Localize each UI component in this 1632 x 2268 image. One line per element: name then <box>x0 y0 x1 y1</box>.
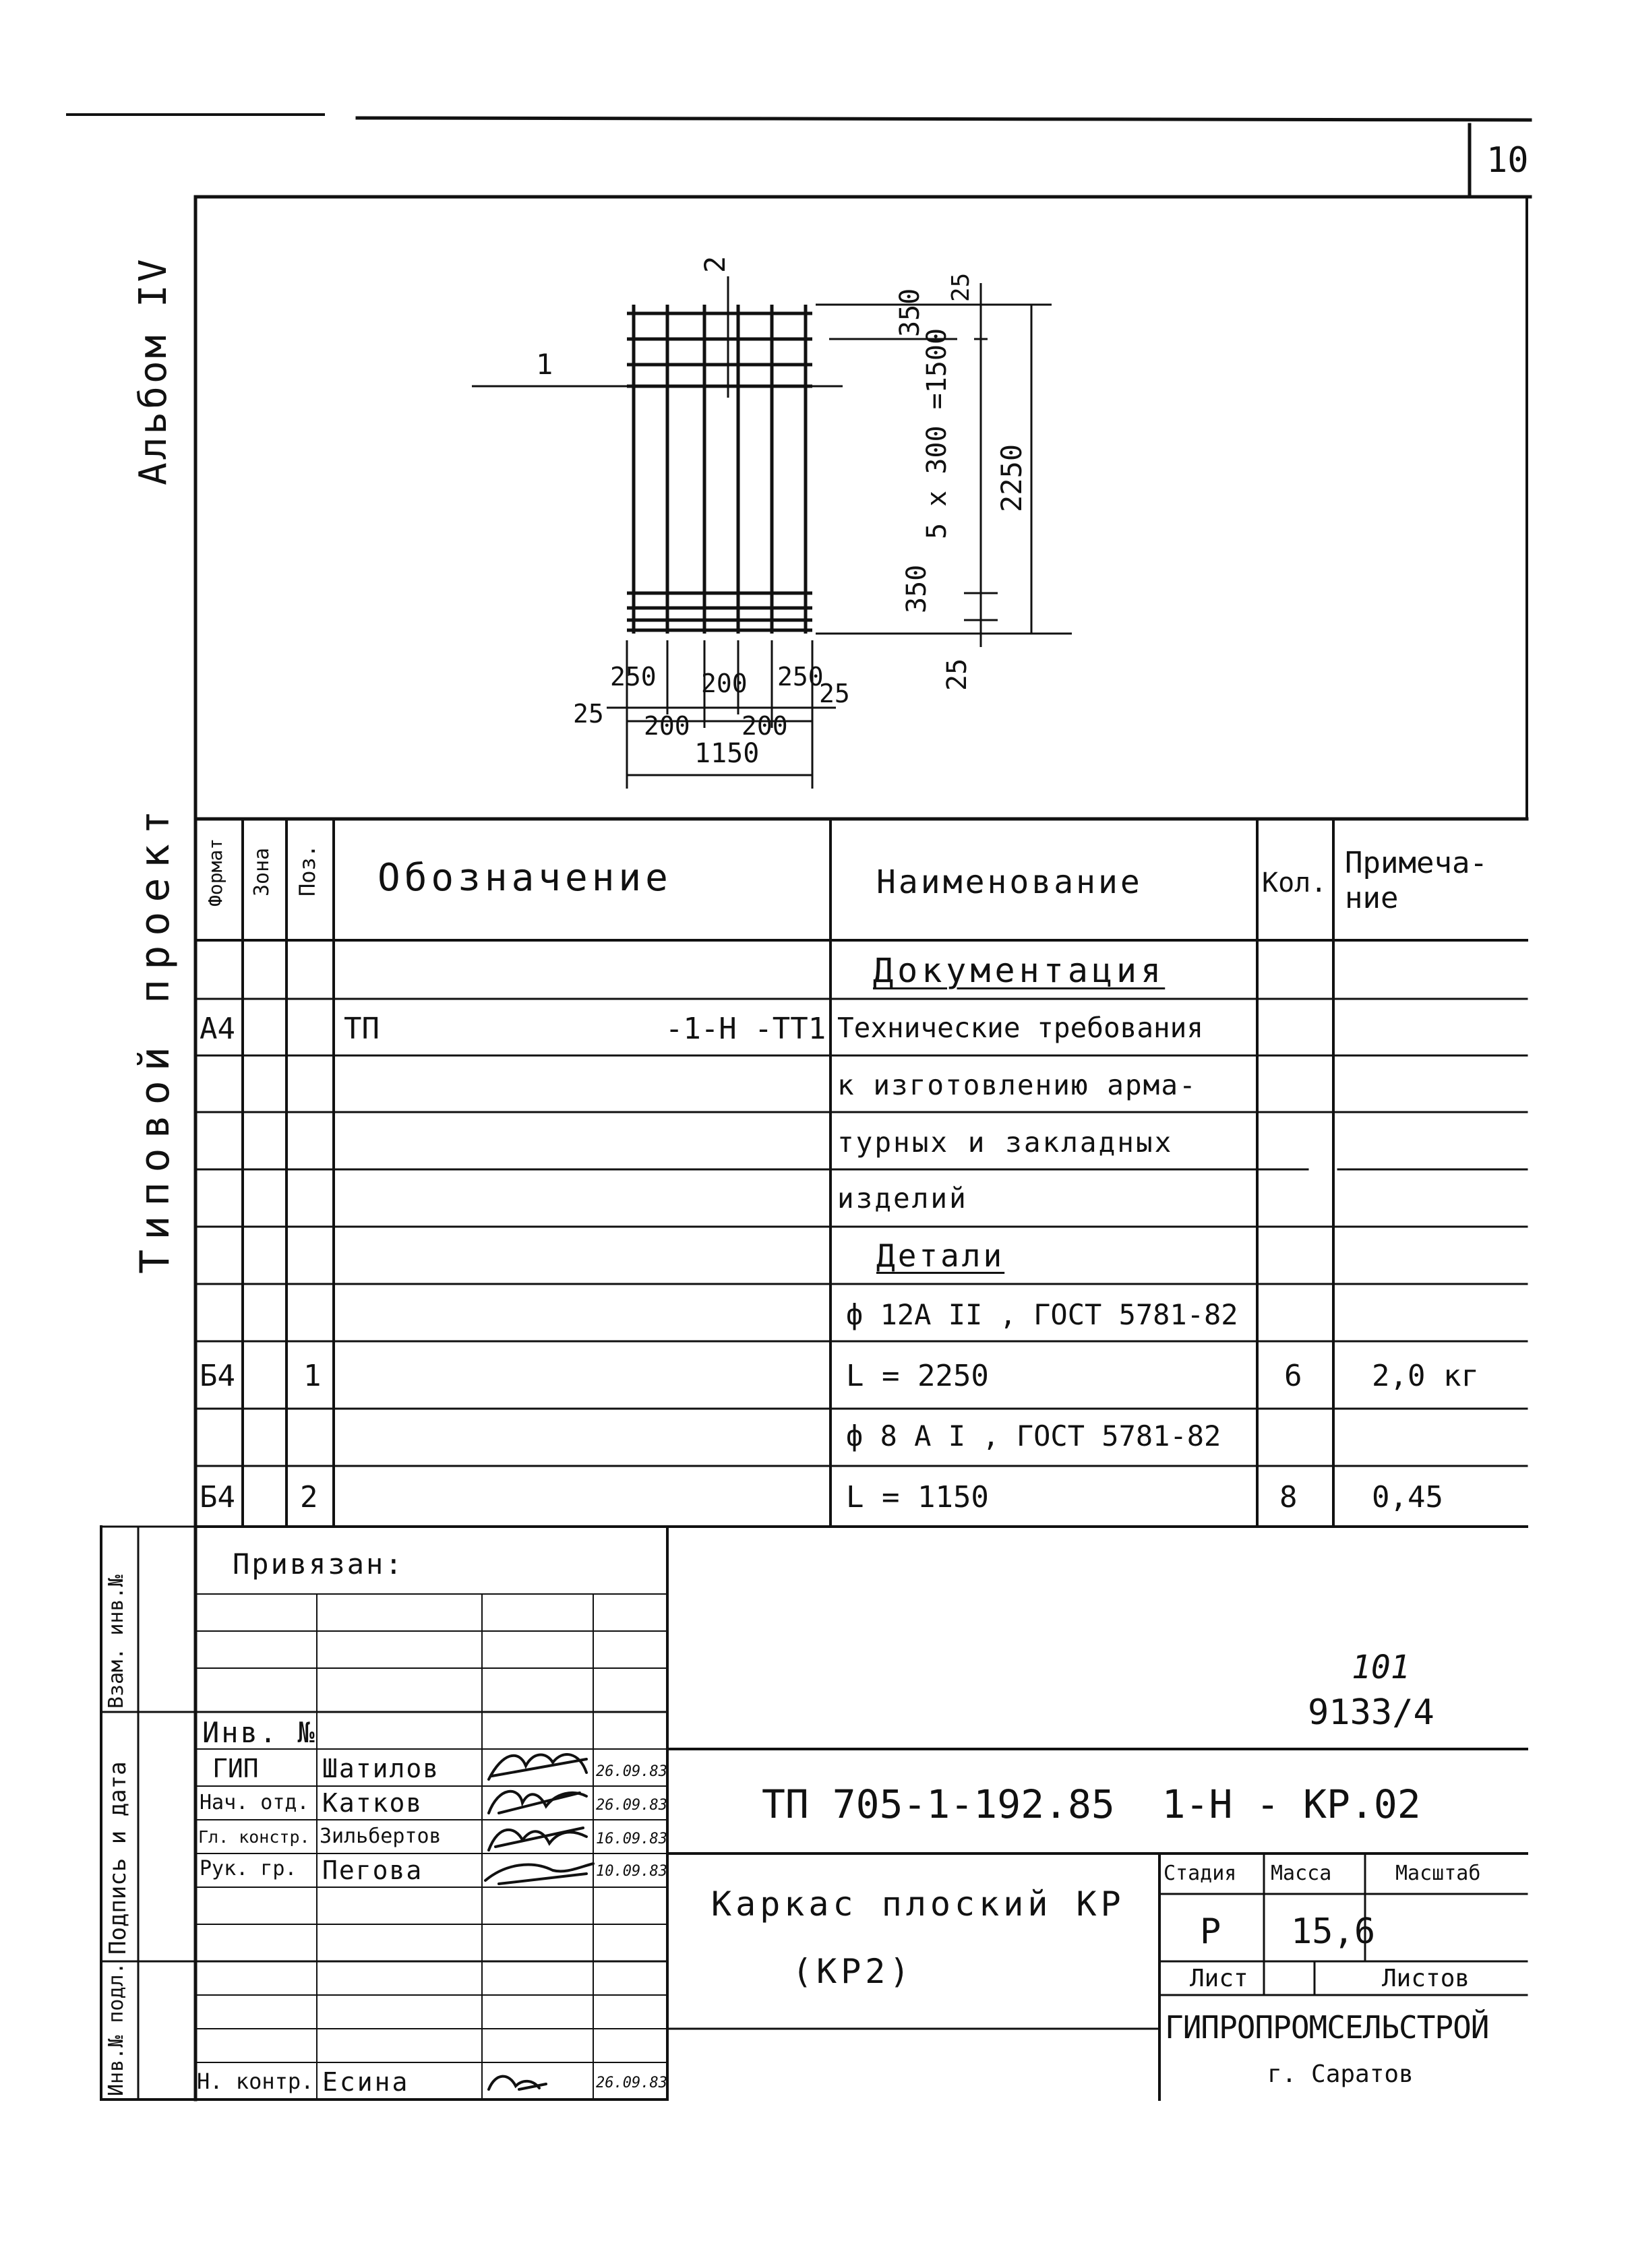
row-9-pos: 2 <box>300 1480 318 1514</box>
row-5-name: Детали <box>876 1237 1005 1274</box>
sig-name-4: Есина <box>322 2067 410 2097</box>
row-8-name: ф 8 А I , ГОСТ 5781-82 <box>846 1419 1221 1452</box>
header-name: Наименование <box>876 863 1143 901</box>
scale-label: Масштаб <box>1395 1862 1481 1885</box>
org-city: г. Саратов <box>1267 2060 1414 2088</box>
row-6-name: ф 12А II , ГОСТ 5781-82 <box>846 1298 1238 1331</box>
inv-no-label: Инв. № <box>202 1716 317 1749</box>
mass-label: Масса <box>1271 1862 1332 1885</box>
dim-25-right: 25 <box>819 679 850 708</box>
sig-name-0: Шатилов <box>322 1754 440 1783</box>
dim-200-left-low: 200 <box>644 711 690 741</box>
dim-200-mid: 200 <box>701 669 748 698</box>
title-line-1: Каркас плоский КР <box>711 1884 1125 1924</box>
dim-250-right: 250 <box>777 662 824 692</box>
row-1-name: Технические требования <box>837 1012 1204 1044</box>
sig-name-3: Пегова <box>322 1856 423 1885</box>
header-note: Примеча-ние <box>1345 846 1488 915</box>
row-7-qty: 6 <box>1284 1359 1302 1393</box>
row-0-name: Документация <box>873 951 1166 990</box>
stage-value: Р <box>1200 1911 1221 1952</box>
sig-date-3: 10.09.83 <box>596 1863 667 1880</box>
stage-label: Стадия <box>1163 1862 1237 1885</box>
org-name: ГИПРОПРОМСЕЛЬСТРОЙ <box>1165 2009 1489 2046</box>
sig-role-2: Гл. констр. <box>198 1827 310 1847</box>
row-2-name: к изготовлению арма- <box>837 1069 1197 1101</box>
row-3-name: турных и закладных <box>837 1126 1174 1159</box>
sig-date-0: 26.09.83 <box>596 1763 667 1780</box>
signature-esina <box>487 2075 547 2091</box>
row-9-format: Б4 <box>200 1480 235 1514</box>
sig-name-2: Зильбертов <box>320 1825 442 1848</box>
sig-date-1: 26.09.83 <box>596 1797 667 1814</box>
row-9-note: 0,45 <box>1372 1480 1443 1514</box>
row-7-name: L = 2250 <box>846 1359 989 1393</box>
callout-1: 1 <box>536 348 553 381</box>
row-7-format: Б4 <box>200 1359 235 1393</box>
sig-role-0: ГИП <box>212 1754 259 1783</box>
dim-1150: 1150 <box>694 738 760 769</box>
privyazan-label: Привязан: <box>233 1547 404 1581</box>
signature-pegova <box>484 1862 595 1885</box>
dim-200-right-low: 200 <box>742 711 788 741</box>
row-7-note: 2,0 кг <box>1372 1359 1479 1393</box>
row-7-pos: 1 <box>303 1359 322 1393</box>
title-line-2: (КР2) <box>792 1952 914 1991</box>
dim-25-left: 25 <box>573 699 604 729</box>
sig-date-4: 26.09.83 <box>596 2075 667 2091</box>
sheets-label: Листов <box>1382 1965 1470 1992</box>
sheet-code: 101 <box>1352 1649 1410 1686</box>
sig-role-4: Н. контр. <box>197 2068 314 2094</box>
row-9-name: L = 1150 <box>846 1480 989 1514</box>
sheet-label: Лист <box>1190 1965 1248 1992</box>
row-4-name: изделий <box>837 1182 968 1215</box>
row-1-designation: ТП -1-Н -ТТ1 <box>344 1012 826 1046</box>
cage-sketch <box>627 305 812 634</box>
doc-code: ТП 705-1-192.85 1-Н - КР.02 <box>762 1781 1421 1827</box>
signature-shatilov <box>487 1753 588 1781</box>
row-1-format: А4 <box>200 1012 235 1046</box>
sheet-code-2: 9133/4 <box>1308 1692 1434 1733</box>
header-qty: Кол. <box>1262 867 1327 898</box>
signature-katkov <box>487 1789 588 1814</box>
sig-name-1: Катков <box>322 1788 423 1818</box>
row-9-qty: 8 <box>1279 1480 1298 1514</box>
sheet-number: 10 <box>1486 140 1529 181</box>
dim-250-left: 250 <box>610 662 657 692</box>
sig-role-3: Рук. гр. <box>200 1857 297 1880</box>
sig-role-1: Нач. отд. <box>200 1791 309 1814</box>
header-designation: Обозначение <box>377 856 672 900</box>
mass-value: 15,6 <box>1291 1911 1376 1952</box>
signature-zilbertov <box>487 1827 588 1851</box>
sig-date-2: 16.09.83 <box>596 1831 667 1847</box>
